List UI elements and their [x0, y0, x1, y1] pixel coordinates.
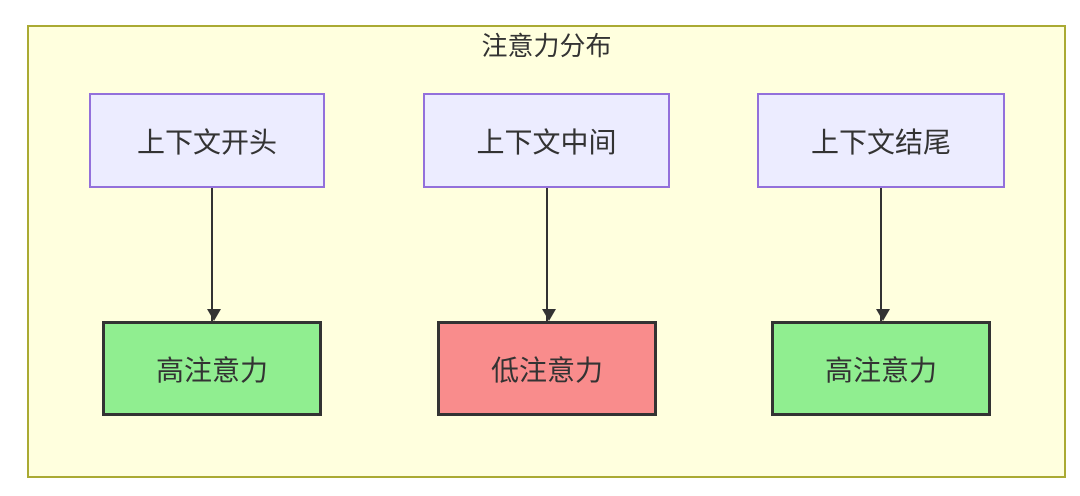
node-context-start: 上下文开头: [89, 93, 325, 188]
down-arrow-3: [876, 188, 890, 321]
node-low-attention: 低注意力: [437, 321, 657, 416]
diagram-title: 注意力分布: [481, 31, 612, 61]
node-context-middle: 上下文中间: [423, 93, 670, 188]
node-context-end: 上下文结尾: [757, 93, 1005, 188]
node-high-attention-1: 高注意力: [102, 321, 322, 416]
node-high-attention-2: 高注意力: [771, 321, 991, 416]
down-arrow-2: [542, 188, 556, 321]
down-arrow-1: [207, 188, 221, 321]
